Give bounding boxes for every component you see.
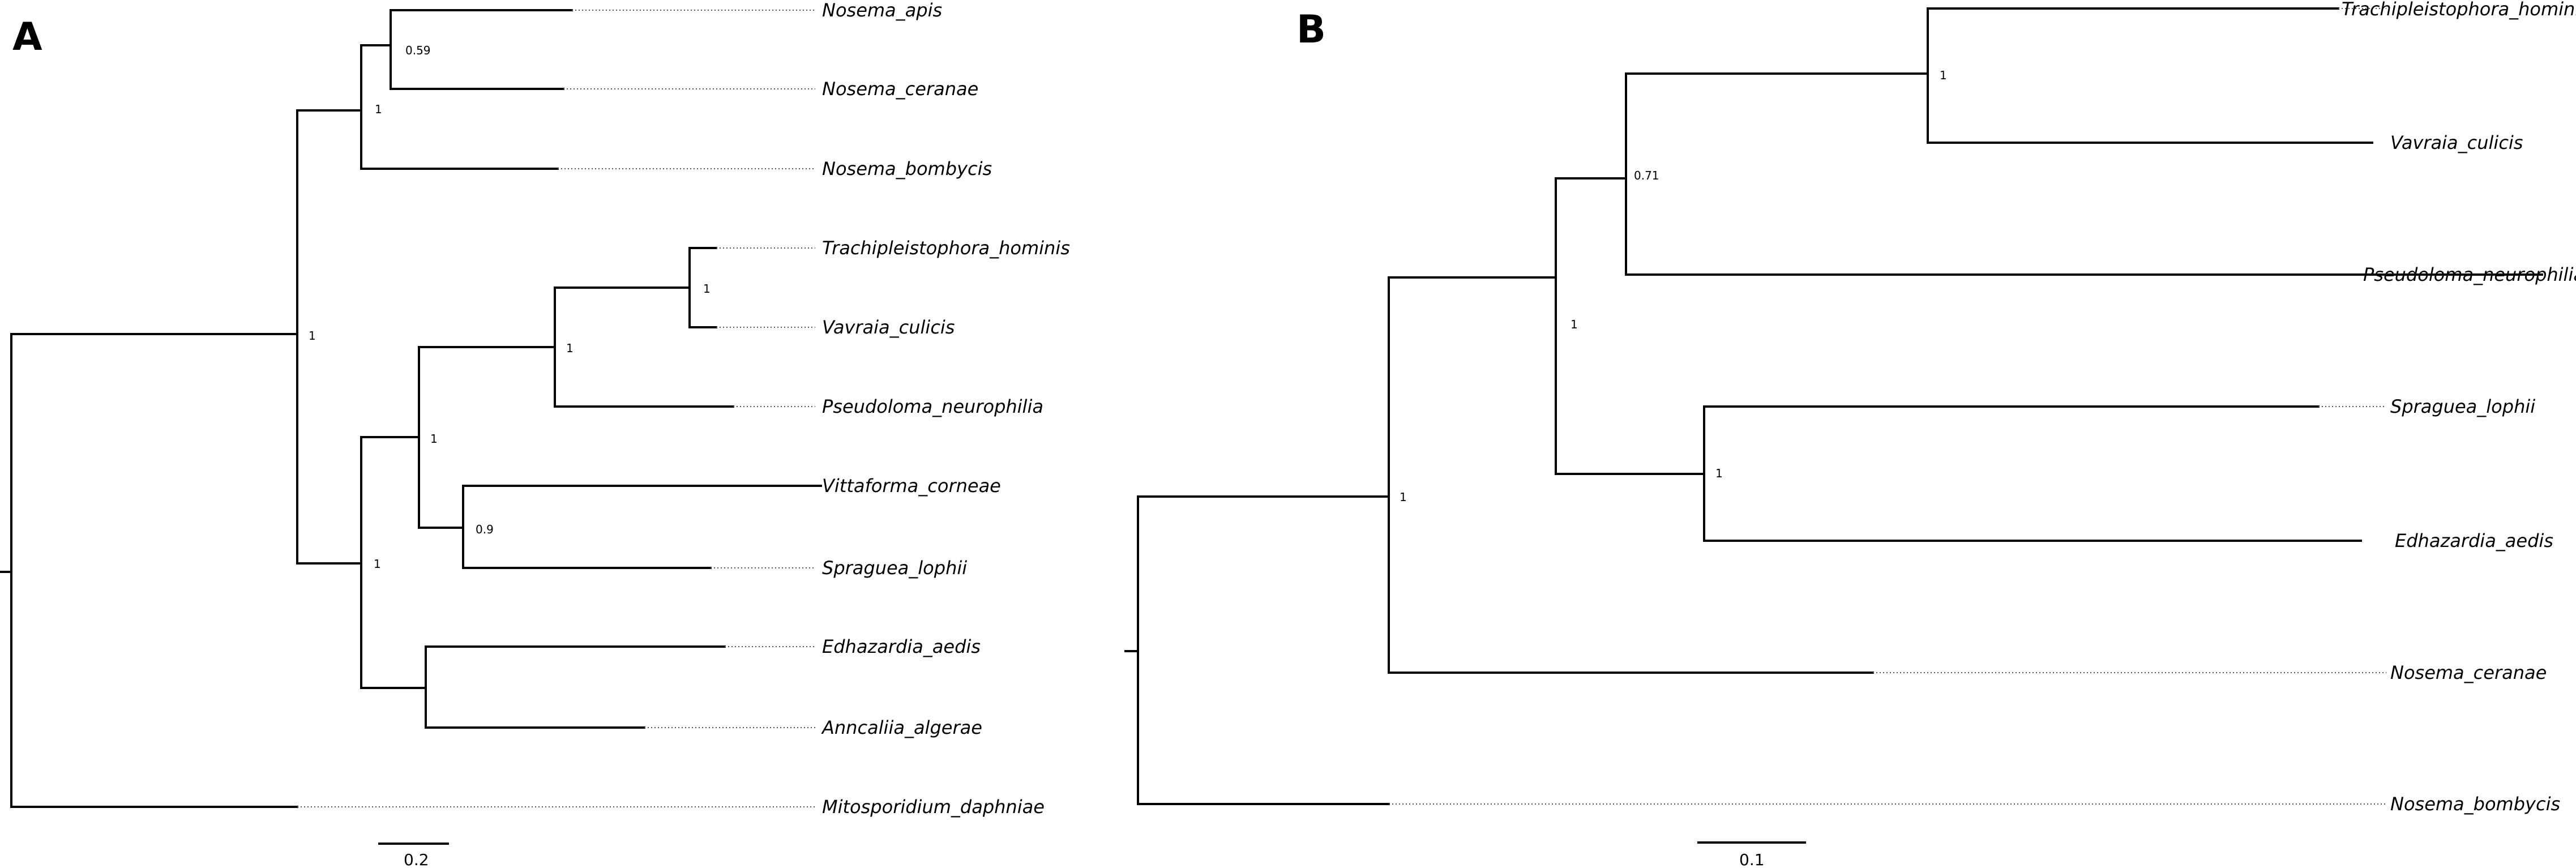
taxon-label: Pseudoloma_neurophilia: [2363, 264, 2576, 285]
taxon-label: Anncaliia_algerae: [821, 717, 982, 738]
support-value: 1: [430, 432, 438, 446]
support-value: 0.9: [476, 523, 494, 536]
taxon-label: Nosema_ceranae: [822, 78, 978, 100]
panel-a-label: A: [12, 15, 42, 59]
support-value: 1: [703, 282, 711, 296]
taxon-label: Edhazardia_aedis: [2395, 530, 2553, 551]
panel-a: A: [0, 0, 1070, 868]
support-value: 1: [1940, 69, 1947, 82]
panel-b: B Trachipleistophora_hominis Vavrai: [1124, 0, 2576, 868]
scale-label: 0.2: [404, 850, 429, 868]
taxon-label: Spraguea_lophii: [822, 557, 967, 579]
taxon-label: Vavraia_culicis: [822, 317, 955, 338]
support-value: 1: [566, 341, 574, 355]
taxon-label: Edhazardia_aedis: [822, 636, 981, 657]
taxon-label: Pseudoloma_neurophilia: [822, 396, 1043, 417]
support-value: 1: [309, 329, 316, 343]
support-value: 1: [1400, 490, 1407, 504]
taxon-label: Nosema_bombycis: [822, 158, 992, 179]
scale-label: 0.1: [1739, 850, 1765, 868]
support-value: 1: [1715, 467, 1723, 480]
support-value: 0.71: [1634, 169, 1659, 182]
support-value: 1: [375, 102, 382, 116]
taxon-label: Nosema_apis: [822, 0, 942, 21]
taxon-label: Vittaforma_corneae: [822, 475, 1001, 497]
taxon-label: Trachipleistophora_hominis: [2342, 0, 2576, 20]
panel-b-label: B: [1296, 7, 1326, 52]
support-value: 0.59: [405, 44, 431, 57]
support-value: 1: [1571, 318, 1578, 331]
taxon-label: Nosema_ceranae: [2390, 662, 2547, 683]
taxon-label: Spraguea_lophii: [2390, 396, 2535, 417]
taxon-label: Vavraia_culicis: [2390, 132, 2523, 153]
taxon-label: Mitosporidium_daphniae: [822, 796, 1045, 818]
taxon-label: Nosema_bombycis: [2390, 793, 2560, 815]
support-value: 1: [374, 557, 381, 571]
taxon-label: Trachipleistophora_hominis: [822, 237, 1070, 259]
